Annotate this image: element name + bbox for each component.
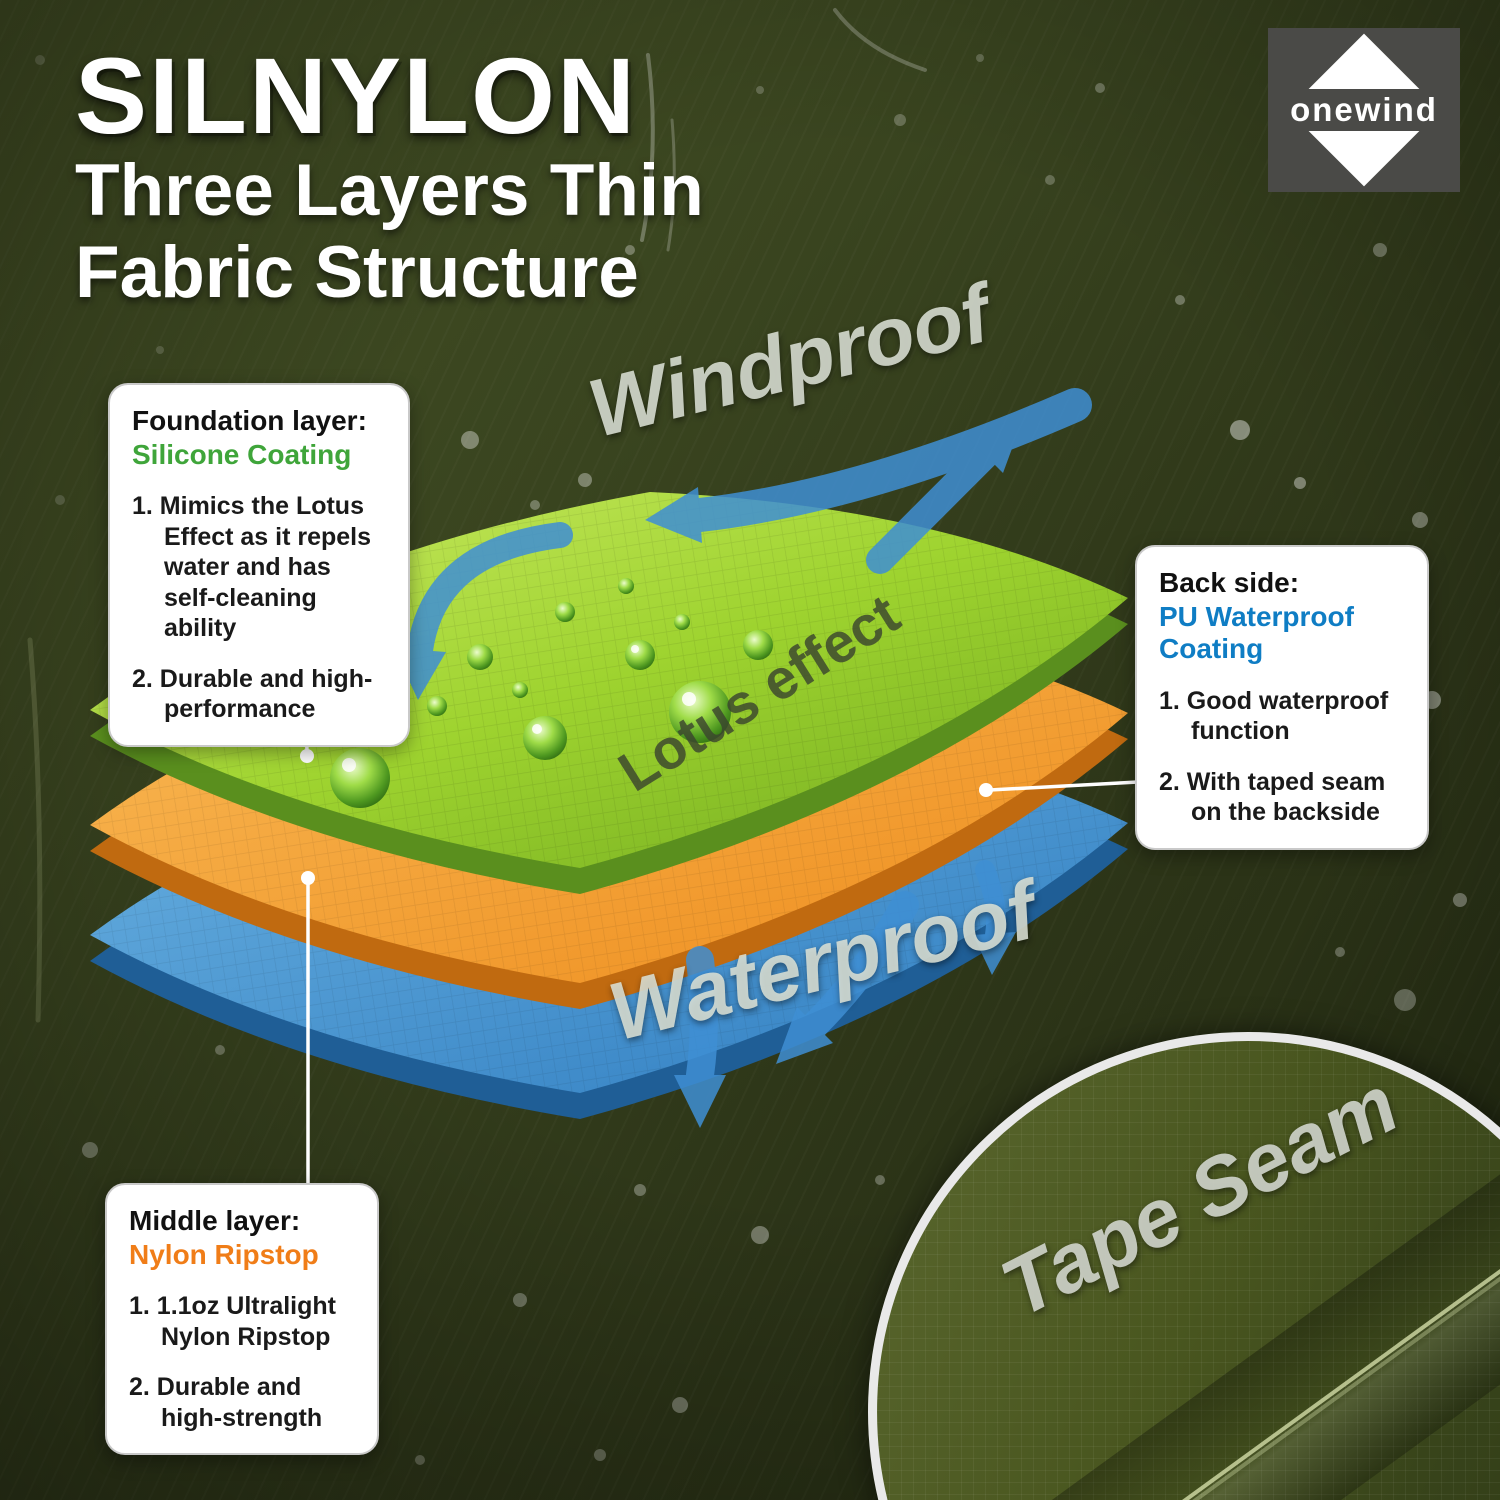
middle-heading: Middle layer: xyxy=(129,1205,301,1236)
foundation-coating: Silicone Coating xyxy=(132,439,352,471)
backside-item-1: 1. Good waterproof function xyxy=(1159,686,1389,746)
middle-item-2: 2. Durable and high-strength xyxy=(129,1373,323,1432)
page-subtitle-line2: Fabric Structure xyxy=(75,231,639,313)
brand-name: onewind xyxy=(1290,91,1438,128)
callout-foundation-layer: Foundation layer: Silicone Coating 1. Mi… xyxy=(108,383,410,747)
middle-coating: Nylon Ripstop xyxy=(129,1239,319,1271)
callout-middle-layer: Middle layer: Nylon Ripstop 1. 1.1oz Ult… xyxy=(105,1183,379,1456)
foundation-item-1: 1. Mimics the Lotus Effect as it repels … xyxy=(132,492,372,643)
middle-item-1: 1. 1.1oz Ultralight Nylon Ripstop xyxy=(129,1292,336,1351)
foundation-item-2: 2. Durable and high-performance xyxy=(132,664,373,724)
wind-water-arrows xyxy=(394,388,1092,1128)
page-subtitle-line1: Three Layers Thin xyxy=(75,150,704,231)
callout-back-side: Back side: PU Waterproof Coating 1. Good… xyxy=(1135,545,1429,850)
foundation-heading: Foundation layer: xyxy=(132,405,367,436)
water-droplets-lotus-effect xyxy=(330,578,773,808)
brand-name-band: onewind xyxy=(1268,89,1460,131)
page-title: SILNYLON xyxy=(75,35,638,156)
backside-item-2: 2. With taped seam on the backside xyxy=(1159,767,1386,827)
header: SILNYLON Three Layers Thin Fabric Struct… xyxy=(75,42,704,314)
backside-coating: PU Waterproof Coating xyxy=(1159,601,1354,665)
brand-logo: onewind xyxy=(1268,28,1460,192)
backside-heading: Back side: xyxy=(1159,567,1300,598)
